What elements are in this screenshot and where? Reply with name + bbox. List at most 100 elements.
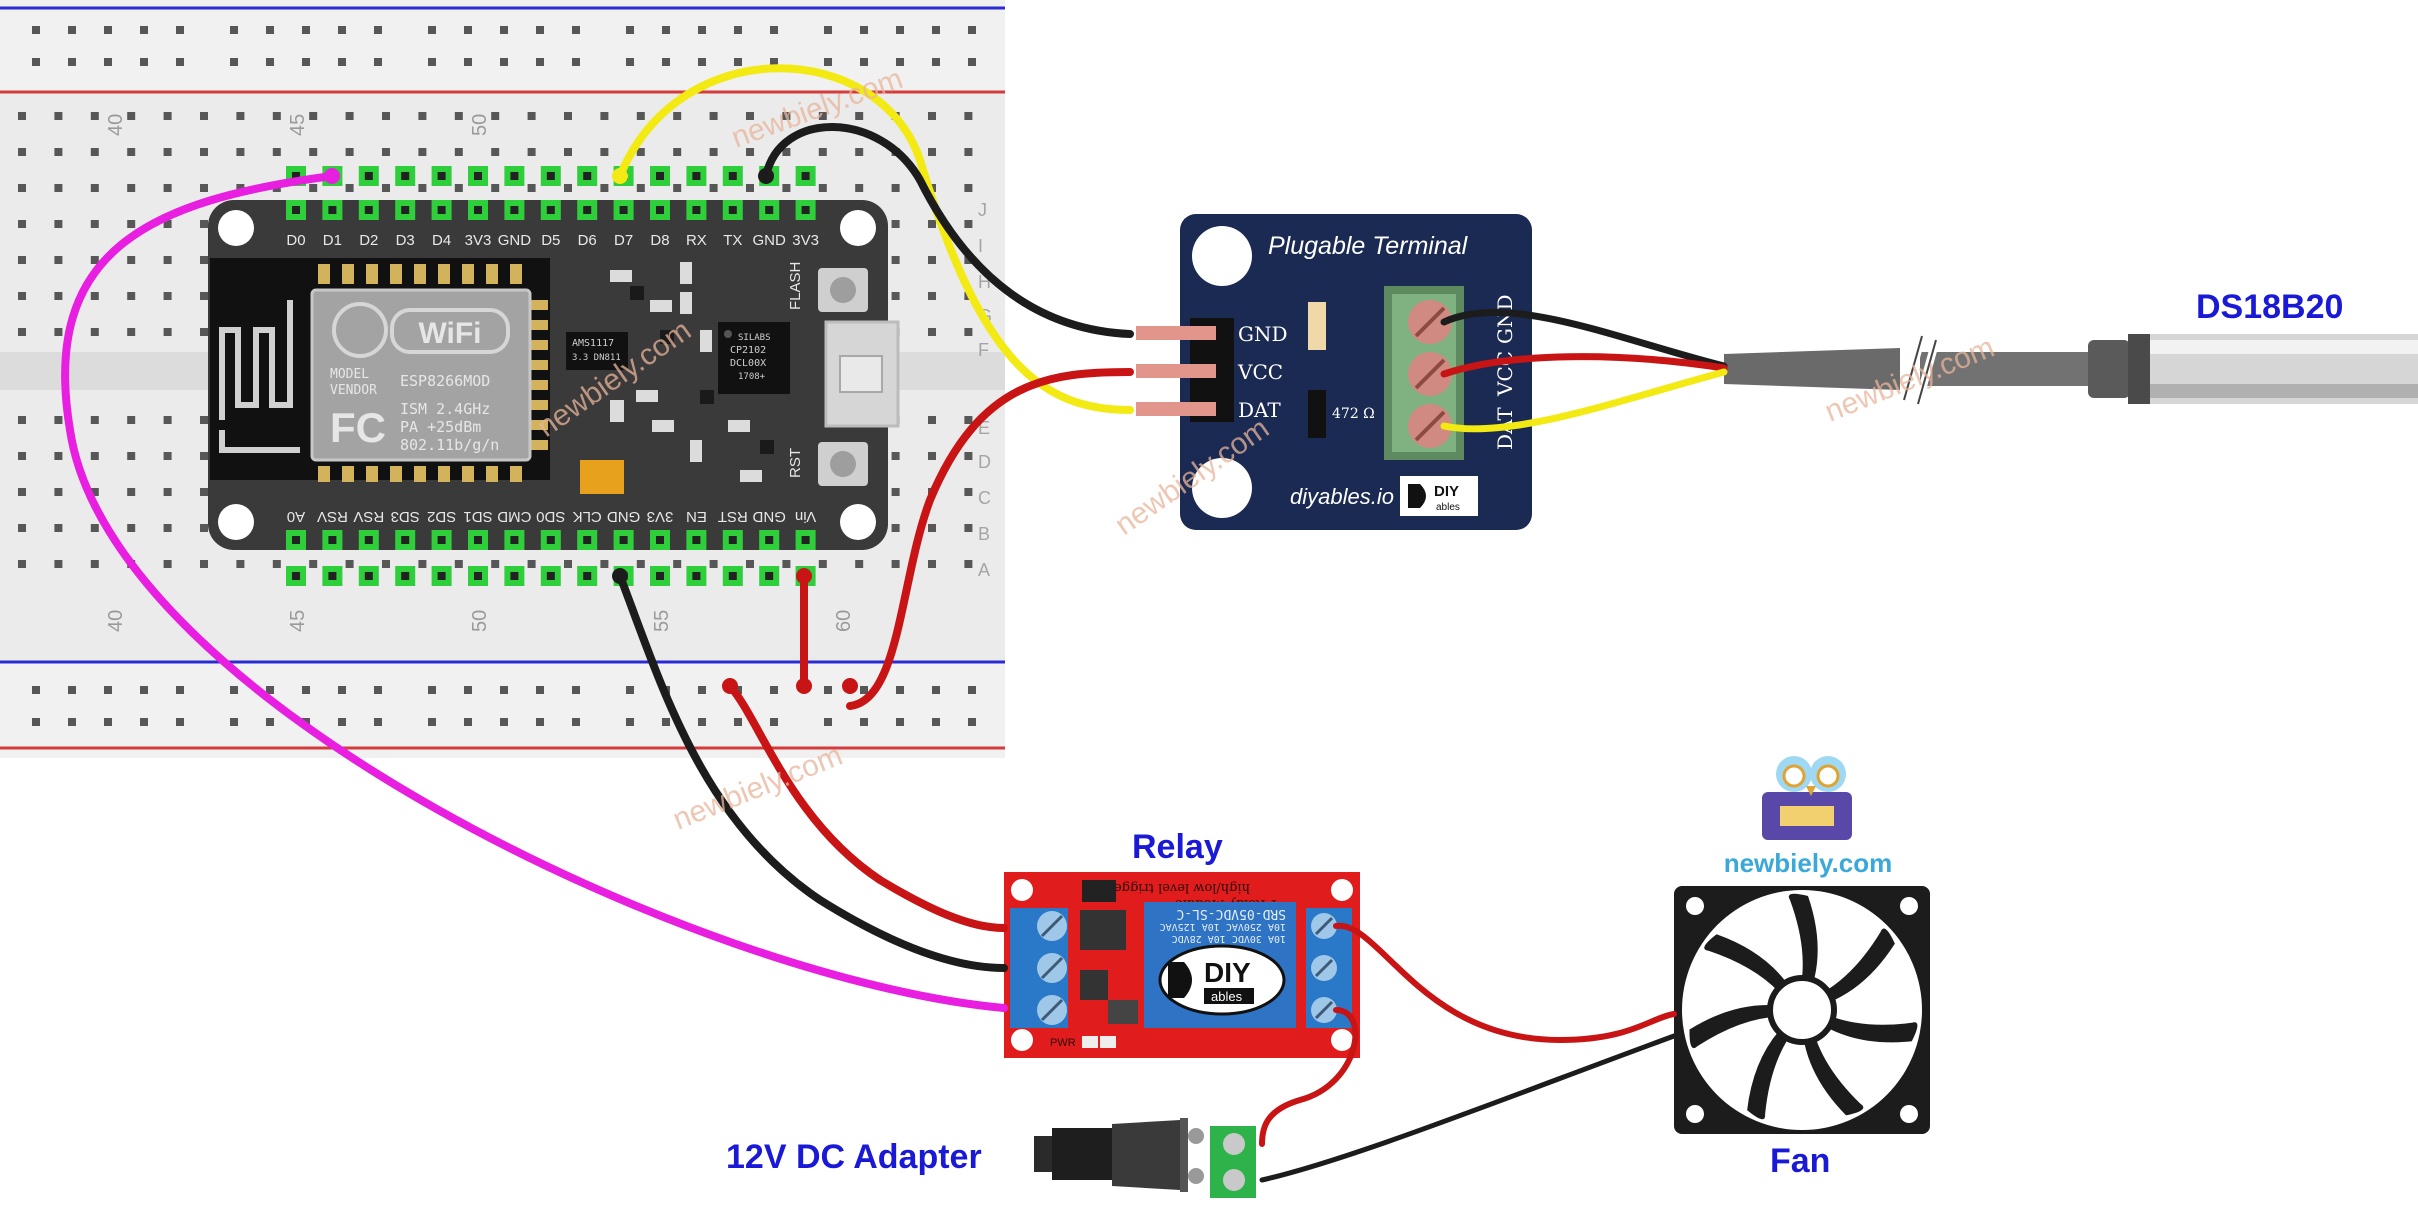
esp-pin-label: D7 [614, 232, 633, 249]
breadboard-hole [18, 524, 26, 532]
breadboard-hole [698, 686, 706, 694]
breadboard-hole [140, 26, 148, 34]
breadboard-hole [964, 112, 973, 120]
breadboard-hole [54, 328, 63, 336]
esp-pin-label: RSV [317, 508, 348, 525]
breadboard-hole [302, 26, 310, 34]
breadboard-hole [230, 58, 238, 66]
breadboard-hole [163, 148, 172, 156]
led-component [1308, 302, 1326, 350]
col-number: 60 [833, 610, 855, 632]
breadboard-col-numbers-bottom: 40 45 50 55 60 [105, 610, 855, 632]
relay-spec: 10A 250VAC 10A 125VAC [1160, 921, 1286, 932]
regulator-chip: AMS1117 3.3 DN811 [566, 332, 628, 370]
module-pad [510, 466, 522, 482]
breadboard-hole [54, 560, 63, 568]
breadboard-hole [860, 26, 868, 34]
breadboard-hole [127, 256, 136, 264]
col-number: 50 [469, 114, 491, 136]
breadboard-hole [626, 26, 634, 34]
breadboard-hole [600, 112, 609, 120]
breadboard-hole [140, 686, 148, 694]
breadboard-hole [90, 112, 99, 120]
breadboard-hole [18, 452, 26, 460]
breadboard-hole [636, 112, 645, 120]
breadboard-hole [964, 184, 973, 192]
breadboard-hole [345, 184, 354, 192]
wire-signal-relay [61, 172, 1008, 1012]
esp-top-pins [286, 166, 816, 220]
module-pad [390, 264, 402, 284]
fan-blade [1704, 934, 1802, 1011]
breadboard-hole [345, 560, 354, 568]
row-letter: J [978, 200, 987, 220]
breadboard-hole [860, 58, 868, 66]
module-pad [438, 466, 450, 482]
esp-pin-label: GND [498, 232, 532, 249]
breadboard-hole [968, 718, 976, 726]
breadboard-hole [18, 256, 26, 264]
breadboard-hole [32, 718, 40, 726]
breadboard-hole [626, 718, 634, 726]
breadboard-hole [964, 148, 973, 156]
breadboard-hole [374, 58, 382, 66]
breadboard-hole [236, 184, 245, 192]
breadboard-hole [818, 560, 827, 568]
breadboard-hole [140, 58, 148, 66]
esp-pin-label: A0 [287, 508, 305, 525]
wire-relay-adapter [1259, 1007, 1359, 1147]
breadboard-hole [176, 58, 184, 66]
esp-pin-label: EN [686, 508, 707, 525]
smd-chip [760, 440, 774, 454]
passive-component [610, 400, 624, 422]
module-pad [318, 466, 330, 482]
breadboard-hole [454, 184, 463, 192]
breadboard-hole [163, 416, 172, 424]
breadboard-hole [90, 560, 99, 568]
breadboard-hole [163, 256, 172, 264]
breadboard-hole [709, 148, 718, 156]
breadboard-hole [500, 58, 508, 66]
breadboard-hole [54, 148, 63, 156]
breadboard-hole [18, 292, 26, 300]
smd-chip [700, 390, 714, 404]
breadboard-hole [163, 452, 172, 460]
breadboard-hole [855, 148, 864, 156]
breadboard-hole [928, 524, 936, 532]
breadboard-hole [345, 112, 354, 120]
breadboard-hole [464, 58, 472, 66]
breadboard-hole [266, 26, 274, 34]
breadboard-hole [536, 686, 544, 694]
breadboard-hole [104, 58, 112, 66]
pin-label-dat: DAT [1238, 398, 1281, 422]
terminal-label-gnd: GND [1493, 294, 1517, 344]
breadboard-hole [18, 328, 26, 336]
breadboard-hole [309, 148, 318, 156]
breadboard-hole [68, 26, 76, 34]
module-pads [318, 264, 548, 482]
module-pad [366, 264, 378, 284]
breadboard-hole [200, 112, 208, 120]
esp-pin-label: 3V3 [647, 508, 674, 525]
breadboard-hole [54, 452, 63, 460]
breadboard-hole [536, 26, 544, 34]
terminal-header-pins [1136, 318, 1234, 422]
jumper [1082, 880, 1116, 902]
breadboard-hole [572, 58, 580, 66]
module-pad [486, 264, 498, 284]
esp-pin-label: D1 [323, 232, 342, 249]
breadboard-hole [127, 328, 136, 336]
breadboard-hole [32, 686, 40, 694]
breadboard-hole [572, 26, 580, 34]
breadboard-hole [964, 220, 973, 228]
breadboard-hole [309, 112, 318, 120]
breadboard-hole [54, 416, 63, 424]
usb-chip-label: 1708+ [738, 372, 766, 382]
breadboard-hole [860, 718, 868, 726]
breadboard-hole [428, 686, 436, 694]
breadboard-hole [928, 148, 936, 156]
breadboard-hole [230, 686, 238, 694]
breadboard-hole [236, 112, 245, 120]
breadboard-hole [32, 58, 40, 66]
